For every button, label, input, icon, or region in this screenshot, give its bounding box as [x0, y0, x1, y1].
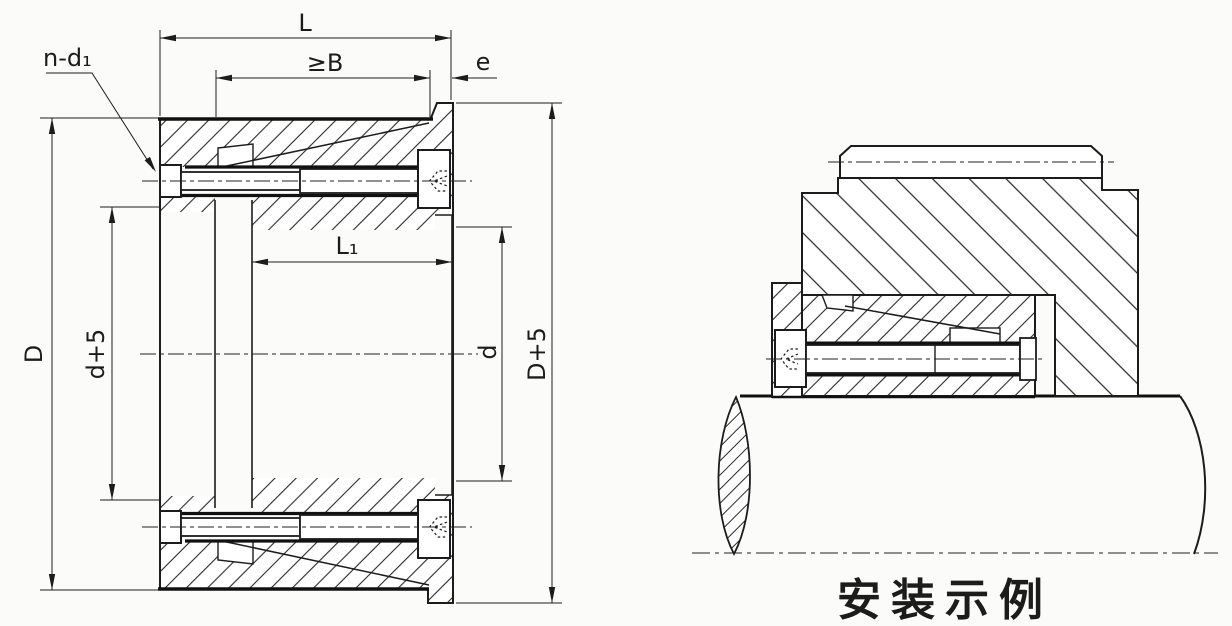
thick-edges	[158, 117, 433, 591]
dim-label-L: L	[298, 9, 312, 37]
hub-rim-band	[828, 145, 1114, 179]
dimensions	[40, 30, 562, 604]
device-bolt	[766, 329, 1046, 388]
dim-label-B: ≥B	[307, 49, 344, 77]
arrowheads	[48, 34, 556, 603]
shaft	[692, 394, 1218, 556]
dimension-labels: L ≥B e n-d₁ L₁ D d+5 d D+5	[20, 9, 551, 381]
centerlines	[140, 180, 478, 528]
dim-label-D5: D+5	[523, 327, 551, 381]
dim-label-d: d	[474, 344, 502, 359]
left-section-view: L ≥B e n-d₁ L₁ D d+5 d D+5	[20, 9, 562, 604]
caption-text: 安装示例	[837, 576, 1053, 625]
dim-label-D: D	[20, 345, 48, 363]
locking-device	[771, 282, 1036, 399]
shaft-break	[717, 394, 751, 556]
dim-label-L1: L₁	[336, 232, 359, 260]
dim-label-d5: d+5	[82, 329, 110, 380]
dim-label-n-d1: n-d₁	[43, 44, 92, 72]
sleeve-end-notch	[820, 294, 854, 312]
installation-example-view: 安装示例	[692, 145, 1218, 625]
dim-label-e: e	[476, 48, 491, 76]
